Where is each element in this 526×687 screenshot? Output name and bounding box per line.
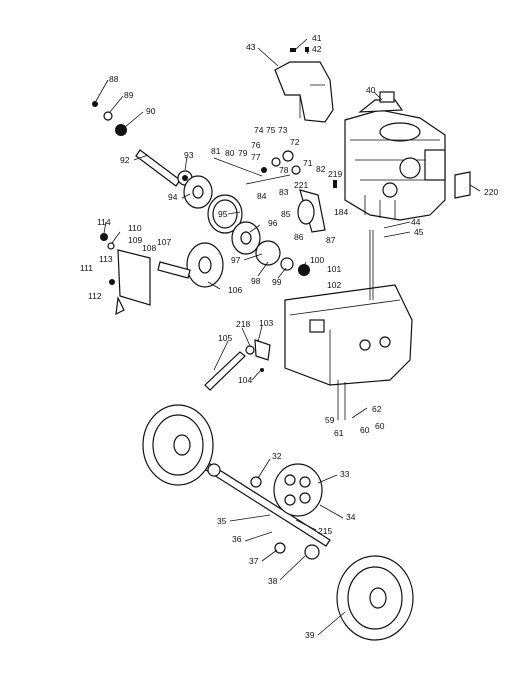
- callout-60-b: 60: [360, 425, 370, 435]
- callout-104: 104: [238, 375, 252, 385]
- callout-84: 84: [257, 191, 267, 201]
- callout-90: 90: [146, 106, 156, 116]
- idler-assembly: [261, 150, 337, 233]
- callout-108: 108: [142, 243, 156, 253]
- callout-62: 62: [372, 404, 382, 414]
- callout-114: 114: [97, 217, 111, 227]
- callout-43: 43: [246, 42, 256, 52]
- callout-113: 113: [99, 254, 113, 264]
- axle-wheel-drawing: [142, 404, 414, 641]
- callout-80: 80: [225, 148, 235, 158]
- pulley-belt-drawing: [183, 175, 310, 276]
- callout-94: 94: [168, 192, 178, 202]
- callout-89: 89: [124, 90, 134, 100]
- callout-42: 42: [312, 44, 322, 54]
- callout-184: 184: [334, 207, 348, 217]
- engine-drawing: [344, 91, 471, 221]
- callout-45: 45: [414, 227, 424, 237]
- callout-71: 71: [303, 158, 313, 168]
- callout-86: 86: [294, 232, 304, 242]
- callout-35: 35: [217, 516, 227, 526]
- part-labels: 41 42 43 40 88 89 90 92 93 94 81 80 79 7…: [80, 33, 498, 640]
- callout-103: 103: [259, 318, 273, 328]
- callout-218: 218: [236, 319, 250, 329]
- callout-105: 105: [218, 333, 232, 343]
- callout-96: 96: [268, 218, 278, 228]
- callout-36: 36: [232, 534, 242, 544]
- callout-76: 76: [251, 140, 261, 150]
- callout-40: 40: [366, 85, 376, 95]
- callout-215: 215: [318, 526, 332, 536]
- callout-82: 82: [316, 164, 326, 174]
- callout-92: 92: [120, 155, 130, 165]
- callout-99: 99: [272, 277, 282, 287]
- callout-44: 44: [411, 217, 421, 227]
- callout-112: 112: [88, 291, 102, 301]
- callout-221: 221: [294, 180, 308, 190]
- callout-79: 79: [238, 148, 248, 158]
- callout-106: 106: [228, 285, 242, 295]
- callout-95: 95: [218, 209, 228, 219]
- callout-107: 107: [157, 237, 171, 247]
- callout-74: 74: [254, 125, 264, 135]
- callout-59: 59: [325, 415, 335, 425]
- callout-102: 102: [327, 280, 341, 290]
- callout-39: 39: [305, 630, 315, 640]
- callout-75: 75: [266, 125, 276, 135]
- callout-101: 101: [327, 264, 341, 274]
- callout-72: 72: [290, 137, 300, 147]
- callout-37: 37: [249, 556, 259, 566]
- shaft-assembly: [92, 101, 193, 187]
- callout-110: 110: [128, 223, 142, 233]
- callout-33: 33: [340, 469, 350, 479]
- callout-220: 220: [484, 187, 498, 197]
- callout-98: 98: [251, 276, 261, 286]
- callout-32: 32: [272, 451, 282, 461]
- callout-61: 61: [334, 428, 344, 438]
- callout-73: 73: [278, 125, 288, 135]
- callout-109: 109: [128, 235, 142, 245]
- callout-81: 81: [211, 146, 221, 156]
- callout-83: 83: [279, 187, 289, 197]
- shift-linkage-drawing: [204, 339, 271, 391]
- callout-41: 41: [312, 33, 322, 43]
- auger-housing-drawing: [100, 233, 224, 316]
- callout-60-a: 60: [375, 421, 385, 431]
- callout-93: 93: [184, 150, 194, 160]
- callout-97: 97: [231, 255, 241, 265]
- callout-111: 111: [80, 263, 93, 273]
- leader-lines: [95, 38, 481, 636]
- callout-34: 34: [346, 512, 356, 522]
- callout-85: 85: [281, 209, 291, 219]
- frame-panel-drawing: [284, 230, 413, 420]
- callout-100: 100: [310, 255, 324, 265]
- callout-219: 219: [328, 169, 342, 179]
- callout-78: 78: [279, 165, 289, 175]
- callout-38: 38: [268, 576, 278, 586]
- callout-77: 77: [251, 152, 261, 162]
- callout-87: 87: [326, 235, 336, 245]
- callout-88: 88: [109, 74, 119, 84]
- belt-cover-drawing: [274, 47, 334, 123]
